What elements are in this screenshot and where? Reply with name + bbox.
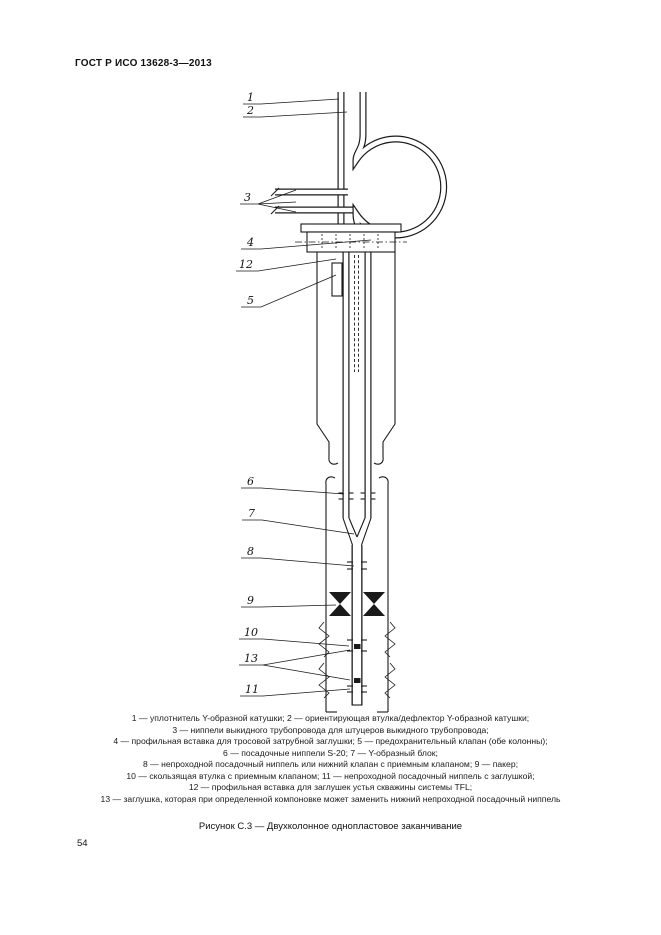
legend-line-6: 10 — скользящая втулка с приемным клапан… bbox=[126, 770, 535, 781]
callout-13: 13 bbox=[244, 652, 258, 665]
upper-casing bbox=[316, 252, 396, 465]
landing-nipples-s20 bbox=[338, 492, 376, 500]
legend-line-5: 8 — непроходной посадочный ниппель или н… bbox=[143, 759, 518, 769]
callout-4: 4 bbox=[246, 236, 254, 249]
sliding-sleeve bbox=[347, 639, 367, 652]
callout-6: 6 bbox=[247, 475, 254, 488]
packer-symbol bbox=[329, 592, 385, 616]
legend-line-3: 4 — профильная вставка для тросовой затр… bbox=[113, 736, 548, 746]
callout-leaders bbox=[236, 98, 372, 697]
hidden-string-dashes bbox=[354, 255, 359, 372]
slip-zigzag bbox=[318, 621, 396, 699]
callout-11: 11 bbox=[245, 683, 259, 696]
document-header: ГОСТ Р ИСО 13628-3—2013 bbox=[75, 58, 212, 69]
callout-labels: 1 2 3 4 12 5 6 7 8 9 10 13 11 bbox=[239, 91, 259, 696]
bottom-nipple bbox=[347, 685, 367, 693]
plug-upper bbox=[354, 644, 361, 649]
figure-legend: 1 — уплотнитель Y-образной катушки; 2 — … bbox=[0, 713, 661, 805]
callout-10: 10 bbox=[244, 626, 258, 639]
legend-line-8: 13 — заглушка, которая при определенной … bbox=[100, 793, 561, 804]
callout-8: 8 bbox=[247, 545, 254, 558]
callout-9: 9 bbox=[247, 594, 254, 607]
stub-end-caps bbox=[270, 187, 280, 215]
callout-5: 5 bbox=[247, 294, 254, 307]
y-block bbox=[342, 517, 372, 546]
legend-line-1: 1 — уплотнитель Y-образной катушки; 2 — … bbox=[131, 713, 530, 723]
flowline-loop bbox=[352, 92, 448, 239]
legend-line-7: 12 — профильная вставка для заглушек уст… bbox=[188, 782, 473, 792]
lower-casing bbox=[325, 476, 389, 713]
plug-lower bbox=[354, 678, 361, 683]
callout-1: 1 bbox=[247, 91, 254, 104]
page-number: 54 bbox=[77, 838, 88, 849]
callout-2: 2 bbox=[246, 104, 254, 117]
callout-3: 3 bbox=[244, 191, 251, 204]
no-go-nipple bbox=[347, 561, 367, 570]
legend-line-4: 6 — посадочные ниппели S-20; 7 — Y-образ… bbox=[223, 747, 438, 758]
wellhead-assembly bbox=[295, 223, 407, 253]
safety-valve bbox=[331, 262, 343, 297]
legend-line-2: 3 — ниппели выкидного трубопровода для ш… bbox=[172, 724, 489, 735]
callout-12: 12 bbox=[239, 258, 253, 271]
figure-caption: Рисунок С.3 — Двухколонное однопластовое… bbox=[198, 821, 463, 832]
callout-7: 7 bbox=[248, 507, 255, 520]
